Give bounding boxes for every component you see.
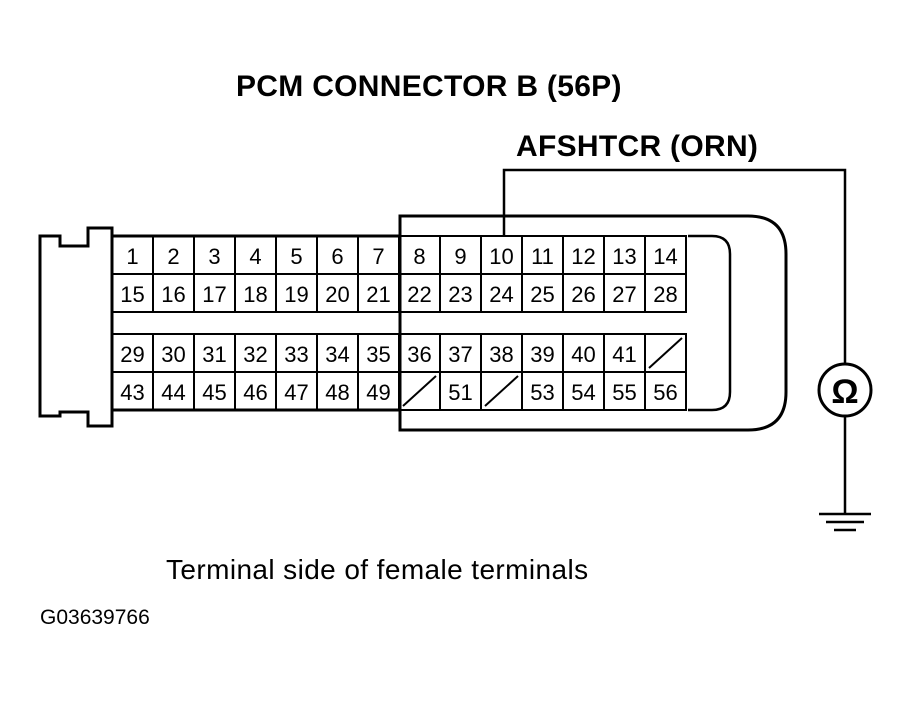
terminal-cell xyxy=(644,273,687,313)
terminal-number: 17 xyxy=(202,282,226,307)
terminal-number: 53 xyxy=(530,380,554,405)
terminal-number: 14 xyxy=(653,244,677,269)
connector-hood xyxy=(398,214,788,432)
empty-terminal-slash xyxy=(484,375,519,407)
terminal-number: 24 xyxy=(489,282,513,307)
terminal-number: 8 xyxy=(413,244,425,269)
terminal-number: 9 xyxy=(454,244,466,269)
terminal-number: 54 xyxy=(571,380,595,405)
terminal-number: 15 xyxy=(120,282,144,307)
terminal-number: 22 xyxy=(407,282,431,307)
ohm-symbol: Ω xyxy=(831,373,858,411)
terminal-number: 13 xyxy=(612,244,636,269)
terminal-number: 35 xyxy=(366,342,390,367)
terminal-number: 12 xyxy=(571,244,595,269)
terminal-number: 48 xyxy=(325,380,349,405)
terminal-number: 18 xyxy=(243,282,267,307)
terminal-number: 25 xyxy=(530,282,554,307)
terminal-number: 46 xyxy=(243,380,267,405)
probe-wire xyxy=(502,168,847,366)
ground-icon xyxy=(819,512,871,532)
terminal-number: 47 xyxy=(284,380,308,405)
terminal-number: 49 xyxy=(366,380,390,405)
terminal-number: 30 xyxy=(161,342,185,367)
terminal-number: 2 xyxy=(167,244,179,269)
terminal-number: 38 xyxy=(489,342,513,367)
terminal-number: 16 xyxy=(161,282,185,307)
terminal-number: 10 xyxy=(489,244,513,269)
page-title: PCM CONNECTOR B (56P) xyxy=(236,70,622,103)
terminal-number: 31 xyxy=(202,342,226,367)
terminal-number: 33 xyxy=(284,342,308,367)
terminal-cell xyxy=(644,371,687,411)
terminal-number: 51 xyxy=(448,380,472,405)
terminal-number: 40 xyxy=(571,342,595,367)
terminal-number: 44 xyxy=(161,380,185,405)
terminal-number: 41 xyxy=(612,342,636,367)
terminal-number: 11 xyxy=(531,244,554,269)
terminal-number: 29 xyxy=(120,342,144,367)
terminal-number: 39 xyxy=(530,342,554,367)
terminal-number: 5 xyxy=(290,244,302,269)
terminal-number: 23 xyxy=(448,282,472,307)
terminal-number: 32 xyxy=(243,342,267,367)
terminal-number: 19 xyxy=(284,282,308,307)
empty-terminal-slash xyxy=(648,337,683,369)
terminal-number: 7 xyxy=(372,244,384,269)
wire-label: AFSHTCR (ORN) xyxy=(516,130,759,163)
terminal-number: 1 xyxy=(126,244,138,269)
terminal-number: 6 xyxy=(331,244,343,269)
diagram-caption: Terminal side of female terminals xyxy=(166,554,589,585)
connector-inner-edge xyxy=(688,234,732,412)
terminal-number: 26 xyxy=(571,282,595,307)
terminal-number: 20 xyxy=(325,282,349,307)
terminal-number: 56 xyxy=(653,380,677,405)
terminal-number: 43 xyxy=(120,380,144,405)
terminal-number: 55 xyxy=(612,380,636,405)
terminal-number: 4 xyxy=(249,244,261,269)
terminal-number: 28 xyxy=(653,282,677,307)
terminal-number: 45 xyxy=(202,380,226,405)
terminal-number: 34 xyxy=(325,342,349,367)
terminal-number: 3 xyxy=(208,244,220,269)
figure-code: G03639766 xyxy=(40,606,150,629)
terminal-number: 37 xyxy=(448,342,472,367)
connector-housing xyxy=(38,226,114,428)
terminal-number: 27 xyxy=(612,282,636,307)
empty-terminal-slash xyxy=(402,375,437,407)
terminal-number: 21 xyxy=(366,282,390,307)
terminal-number: 36 xyxy=(407,342,431,367)
